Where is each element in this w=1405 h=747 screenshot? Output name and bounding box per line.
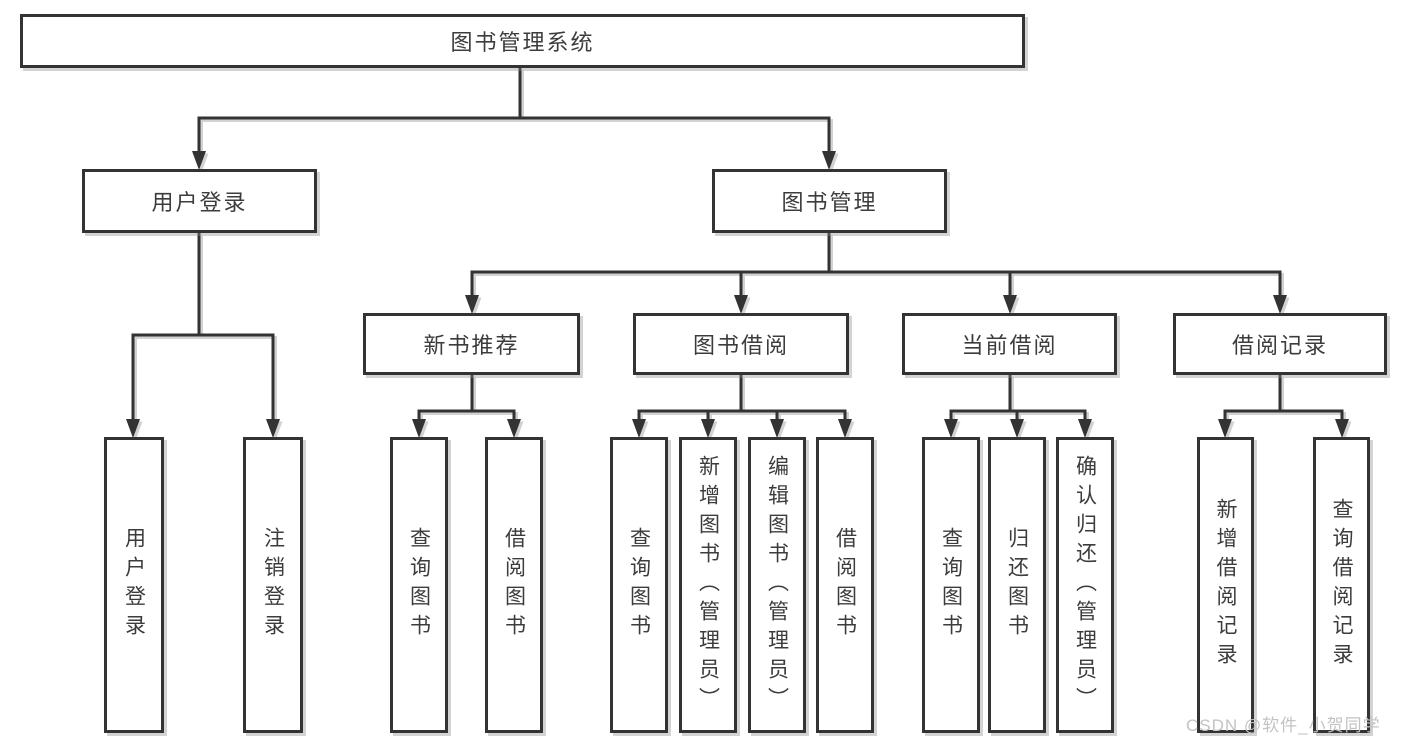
leaf-add-book-admin-label: 新增图书（管理员）	[696, 454, 720, 716]
node-user-login: 用户登录	[82, 169, 317, 233]
leaf-add-book-admin: 新增图书（管理员）	[679, 437, 737, 733]
node-book-borrow-label: 图书借阅	[692, 333, 789, 358]
node-current-borrow-label: 当前借阅	[961, 333, 1058, 358]
node-book-management-label: 图书管理	[781, 190, 878, 215]
node-book-management: 图书管理	[712, 169, 947, 233]
leaf-query-books-current: 查询图书	[922, 437, 980, 733]
leaf-confirm-return-admin: 确认归还（管理员）	[1056, 437, 1114, 733]
leaf-query-borrow-record: 查询借阅记录	[1313, 437, 1370, 733]
leaf-confirm-return-admin-label: 确认归还（管理员）	[1073, 454, 1097, 716]
node-root-label: 图书管理系统	[450, 30, 595, 55]
leaf-query-books-borrow: 查询图书	[610, 437, 668, 733]
leaf-query-books-current-label: 查询图书	[939, 527, 963, 643]
leaf-query-books-recommend-label: 查询图书	[407, 527, 431, 643]
leaf-edit-book-admin: 编辑图书（管理员）	[748, 437, 806, 733]
leaf-logout-label: 注销登录	[261, 527, 285, 643]
leaf-return-book: 归还图书	[988, 437, 1046, 733]
node-book-borrow: 图书借阅	[633, 313, 849, 375]
node-current-borrow: 当前借阅	[902, 313, 1117, 375]
node-new-book-recommend: 新书推荐	[363, 313, 580, 375]
leaf-logout: 注销登录	[243, 437, 303, 733]
leaf-add-borrow-record-label: 新增借阅记录	[1214, 498, 1237, 672]
leaf-query-borrow-record-label: 查询借阅记录	[1330, 498, 1353, 672]
leaf-add-borrow-record: 新增借阅记录	[1197, 437, 1254, 733]
leaf-edit-book-admin-label: 编辑图书（管理员）	[765, 454, 789, 716]
leaf-borrow-books-label: 借阅图书	[833, 527, 857, 643]
node-borrow-records: 借阅记录	[1173, 313, 1387, 375]
leaf-return-book-label: 归还图书	[1005, 527, 1029, 643]
leaf-query-books-recommend: 查询图书	[390, 437, 448, 733]
leaf-user-login: 用户登录	[104, 437, 164, 733]
node-user-login-label: 用户登录	[151, 190, 248, 215]
node-root: 图书管理系统	[20, 14, 1025, 68]
leaf-user-login-label: 用户登录	[122, 527, 146, 643]
leaf-query-books-borrow-label: 查询图书	[627, 527, 651, 643]
node-new-book-recommend-label: 新书推荐	[423, 333, 520, 358]
node-borrow-records-label: 借阅记录	[1231, 333, 1328, 358]
leaf-borrow-books-recommend-label: 借阅图书	[502, 527, 526, 643]
leaf-borrow-books-recommend: 借阅图书	[485, 437, 543, 733]
csdn-watermark: CSDN @软件_小贺同学	[1186, 716, 1381, 735]
leaf-borrow-books: 借阅图书	[816, 437, 874, 733]
